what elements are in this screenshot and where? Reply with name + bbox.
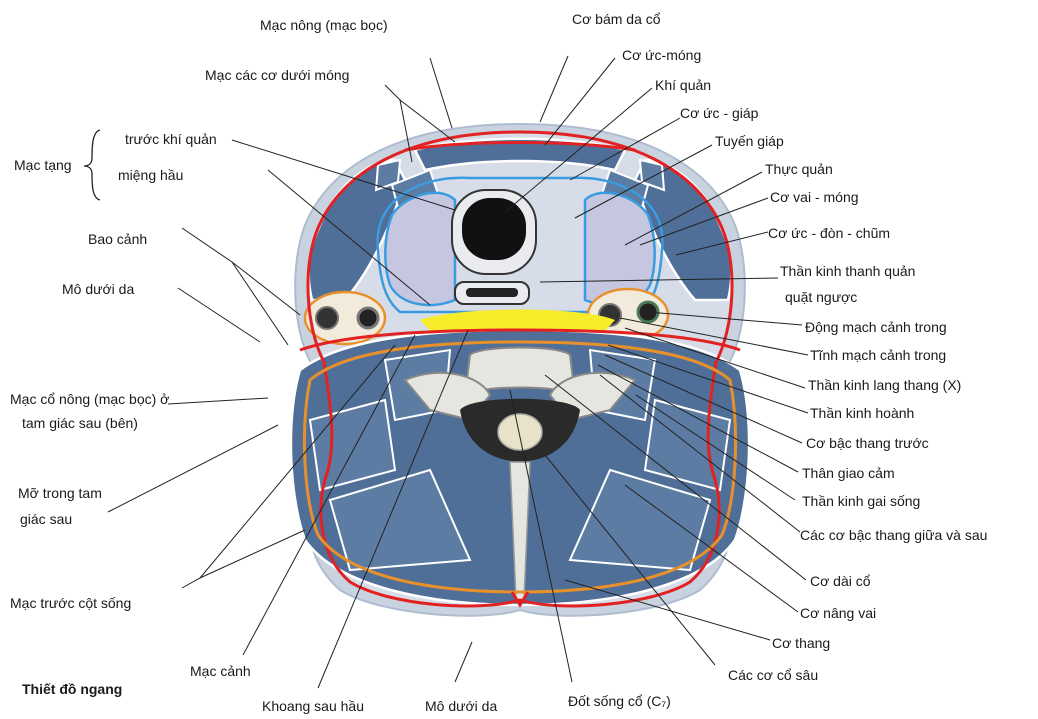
figure-title: Thiết đồ ngang	[22, 681, 122, 697]
label-mac-nong: Mạc nông (mạc bọc)	[260, 17, 388, 33]
label-co-thang: Cơ thang	[772, 635, 830, 651]
label-bao-canh: Bao cảnh	[88, 231, 147, 247]
leader-mo-duoi-da-left	[178, 288, 260, 342]
label-tk-lang-thang: Thần kinh lang thang (X)	[808, 377, 961, 393]
internal-carotid-left	[358, 308, 378, 328]
esophagus-lumen	[466, 288, 518, 297]
leader-mac-nong	[430, 58, 452, 128]
label-mo-trong-2: giác sau	[20, 511, 72, 527]
visceral-fascia-brace	[84, 130, 100, 200]
thyroid-right	[585, 193, 655, 305]
label-co-vai-mong: Cơ vai - móng	[770, 189, 859, 205]
label-co-uc-mong: Cơ ức-móng	[622, 47, 701, 63]
label-tk-hoanh: Thần kinh hoành	[810, 405, 914, 421]
label-cac-co-co-sau: Các cơ cổ sâu	[728, 667, 818, 683]
label-co-uc-don-chum: Cơ ức - đòn - chũm	[768, 225, 890, 241]
label-khoang-sau-hau: Khoang sau hầu	[262, 698, 364, 714]
label-mac-co-nong-2: tam giác sau (bên)	[22, 415, 138, 431]
label-mieng-hau: miệng hầu	[118, 167, 183, 183]
label-khi-quan: Khí quản	[655, 77, 711, 93]
label-co-bac-thang-truoc: Cơ bậc thang trước	[806, 435, 929, 451]
leader-bao-canh-b	[232, 262, 288, 345]
leader-mac-truoc-cot-song-a	[182, 530, 305, 588]
label-tk-gai-song: Thần kinh gai sống	[802, 493, 920, 509]
internal-jugular-left	[316, 307, 338, 329]
label-mo-trong-1: Mỡ trong tam	[18, 485, 102, 501]
label-mac-tang: Mạc tạng	[14, 157, 72, 173]
label-dot-song-co: Đốt sống cổ (C₇)	[568, 693, 671, 709]
leader-mo-duoi-da-bottom	[455, 642, 472, 682]
label-than-giao-cam: Thân giao cảm	[802, 465, 895, 481]
leader-mac-co-nong	[168, 398, 268, 404]
label-co-nang-vai: Cơ nâng vai	[800, 605, 876, 621]
leader-mo-trong	[108, 425, 278, 512]
label-tk-thanh-quan-1: Thần kinh thanh quản	[780, 263, 915, 279]
label-mo-duoi-da-left: Mô dưới da	[62, 281, 134, 297]
label-mac-truoc-cot-song: Mạc trước cột sống	[10, 595, 131, 611]
label-co-dai-co: Cơ dài cổ	[810, 573, 871, 589]
thyroid-left	[385, 193, 455, 305]
label-mo-duoi-da-bottom: Mô dưới da	[425, 698, 497, 714]
label-tuyen-giap: Tuyến giáp	[715, 133, 784, 149]
leader-co-bam-da-co	[540, 56, 568, 122]
label-mac-cac-co-duoi-mong: Mạc các cơ dưới móng	[205, 67, 349, 83]
label-thuc-quan: Thực quản	[765, 161, 833, 177]
label-truoc-khi-quan: trước khí quản	[125, 131, 217, 147]
label-tk-thanh-quan-2: quặt ngược	[785, 289, 857, 305]
label-dm-canh-trong: Động mạch cảnh trong	[805, 319, 947, 335]
label-tm-canh-trong: Tĩnh mạch cảnh trong	[810, 347, 946, 363]
label-mac-canh: Mạc cảnh	[190, 663, 251, 679]
label-co-bam-da-co: Cơ bám da cổ	[572, 11, 661, 27]
label-co-bac-thang-giua-sau: Các cơ bậc thang giữa và sau	[800, 527, 987, 543]
trachea-lumen	[462, 198, 526, 260]
label-mac-co-nong-1: Mạc cổ nông (mạc bọc) ở	[10, 391, 169, 407]
label-co-uc-giap: Cơ ức - giáp	[680, 105, 759, 121]
spinal-cord	[498, 414, 542, 450]
